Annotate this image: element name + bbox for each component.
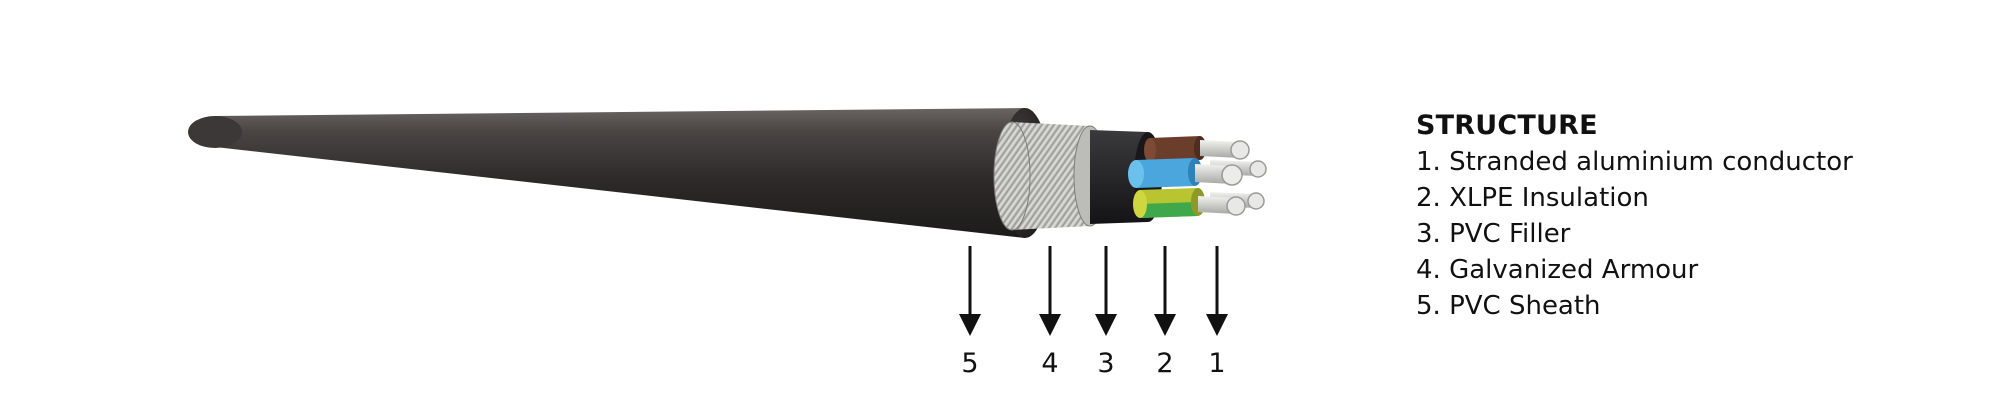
pvc-sheath [188,108,1049,238]
core-brown [1144,136,1206,162]
core-green-yellow [1133,188,1205,218]
callout-label-2: 2 [1156,348,1173,379]
callout-label-3: 3 [1097,348,1114,379]
arrow-5 [959,246,981,336]
conductor-middle [1195,164,1243,186]
stranded-aluminium-conductors [1195,140,1267,216]
conductor-top [1200,140,1250,160]
arrow-2 [1154,246,1176,336]
legend-title: STRUCTURE [1416,110,1598,141]
legend-item-armour: 4. Galvanized Armour [1416,255,1699,285]
core-blue [1128,158,1202,188]
callout-label-5: 5 [961,348,978,379]
arrow-4 [1039,246,1061,336]
callout-label-1: 1 [1208,348,1225,379]
conductor-bottom [1198,196,1246,216]
galvanized-armour [993,121,1107,231]
callout-numbers: 5 4 3 2 1 [961,348,1225,379]
legend-item-insulation: 2. XLPE Insulation [1416,183,1649,213]
callout-arrows [959,246,1228,336]
legend-item-filler: 3. PVC Filler [1416,219,1571,249]
xlpe-insulated-cores [1128,136,1206,218]
arrow-3 [1095,246,1117,336]
callout-label-4: 4 [1041,348,1058,379]
legend-item-conductor: 1. Stranded aluminium conductor [1416,147,1853,177]
legend-item-sheath: 5. PVC Sheath [1416,291,1601,321]
arrow-1 [1206,246,1228,336]
structure-legend: STRUCTURE 1. Stranded aluminium conducto… [1416,108,1853,324]
